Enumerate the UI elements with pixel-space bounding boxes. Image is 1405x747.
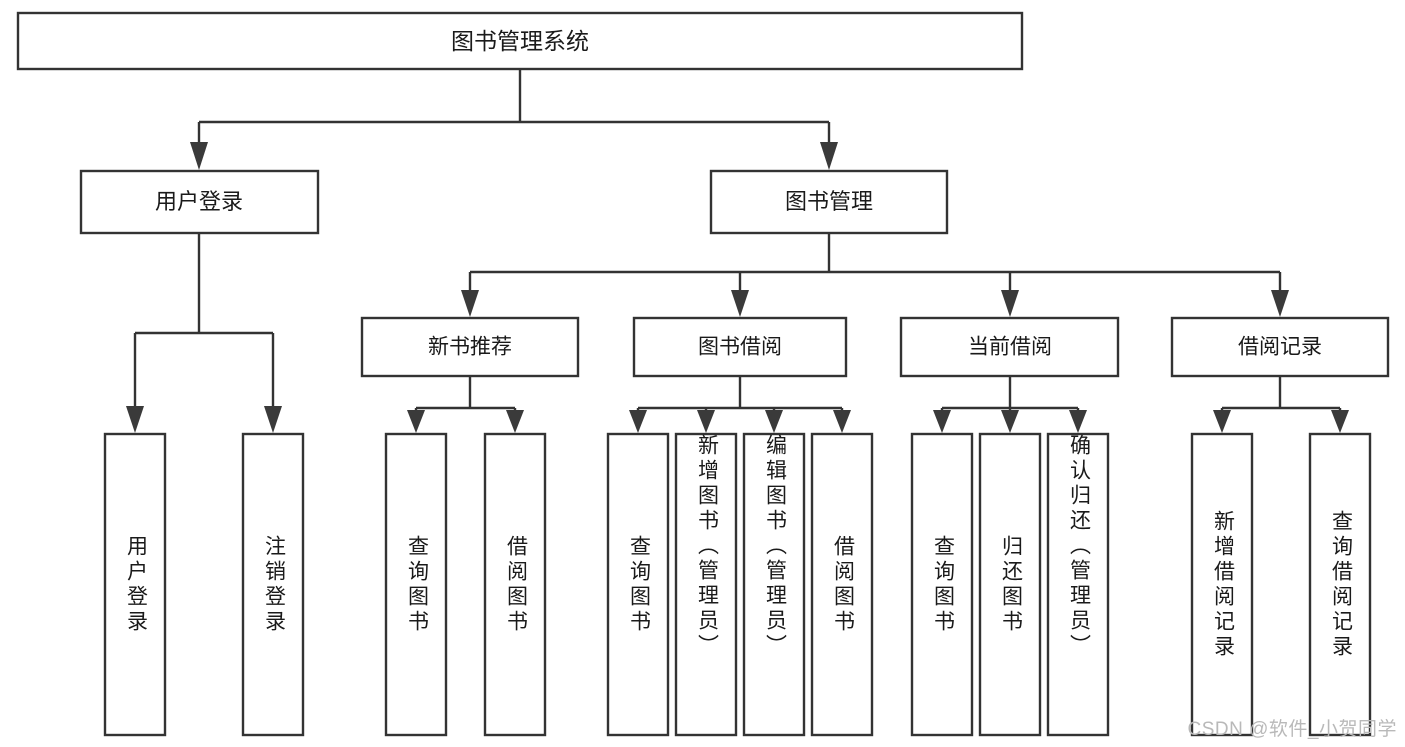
node-root-system[interactable]: 图书管理系统 — [16, 11, 1024, 71]
leaf-box-return-book — [978, 432, 1042, 737]
connector-group-borrow-to-leaves — [629, 376, 851, 433]
node-new-book-recommend-box — [360, 316, 580, 378]
node-book-management-label: 图书管理 — [785, 189, 873, 214]
connector-group-bookmanage-to-level2 — [461, 233, 1289, 317]
leaf-box-add-borrow-record — [1190, 432, 1254, 737]
leaf-box-query-book-c — [910, 432, 974, 737]
leaf-node-logout[interactable] — [241, 432, 305, 737]
leaf-node-edit-book-admin[interactable] — [742, 432, 806, 737]
node-borrow-record-label: 借阅记录 — [1238, 336, 1322, 359]
leaf-node-confirm-return-admin[interactable] — [1046, 432, 1110, 737]
connector-group-record-to-leaves — [1213, 376, 1349, 433]
arrow-leaf-current-1 — [933, 410, 951, 433]
node-current-borrow-label: 当前借阅 — [968, 336, 1052, 359]
arrow-to-borrow — [731, 290, 749, 317]
node-book-management[interactable]: 图书管理 — [709, 169, 949, 235]
leaf-box-borrow-book-a — [483, 432, 547, 737]
node-current-borrow-box — [899, 316, 1120, 378]
node-new-book-recommend-label: 新书推荐 — [428, 336, 512, 359]
node-book-borrow-label: 图书借阅 — [698, 336, 782, 359]
arrow-leaf-current-3 — [1069, 410, 1087, 433]
leaf-box-query-book-a — [384, 432, 448, 737]
node-user-login-label: 用户登录 — [155, 189, 243, 214]
arrow-leaf-newbook-1 — [407, 410, 425, 433]
arrow-to-record — [1271, 290, 1289, 317]
arrow-leaf-borrow-4 — [833, 410, 851, 433]
arrow-leaf-borrow-3 — [765, 410, 783, 433]
arrow-leaf-borrow-2 — [697, 410, 715, 433]
arrow-leaf-record-2 — [1331, 410, 1349, 433]
arrow-leaf-current-2 — [1001, 410, 1019, 433]
leaf-box-add-book-admin — [674, 432, 738, 737]
leaf-node-borrow-book-b[interactable] — [810, 432, 874, 737]
node-borrow-record-box — [1170, 316, 1390, 378]
arrow-to-newbook — [461, 290, 479, 317]
leaf-box-borrow-book-b — [810, 432, 874, 737]
arrow-leaf-newbook-2 — [506, 410, 524, 433]
leaf-node-query-borrow-record[interactable] — [1308, 432, 1372, 737]
node-book-management-box — [709, 169, 949, 235]
node-new-book-recommend[interactable]: 新书推荐 — [360, 316, 580, 378]
leaf-node-add-book-admin[interactable] — [674, 432, 738, 737]
leaf-box-edit-book-admin — [742, 432, 806, 737]
arrow-to-book-manage — [820, 142, 838, 170]
leaf-box-query-book-b — [606, 432, 670, 737]
connector-group-current-to-leaves — [933, 376, 1087, 433]
node-user-login-box — [79, 169, 320, 235]
leaf-box-confirm-return-admin — [1046, 432, 1110, 737]
leaf-node-query-book-c[interactable] — [910, 432, 974, 737]
arrow-leaf-logout — [264, 406, 282, 433]
leaf-box-query-borrow-record — [1308, 432, 1372, 737]
connector-group-root-to-level1 — [190, 69, 838, 170]
node-book-borrow[interactable]: 图书借阅 — [632, 316, 848, 378]
node-root-label: 图书管理系统 — [451, 28, 589, 54]
arrow-leaf-record-1 — [1213, 410, 1231, 433]
leaf-node-query-book-a[interactable] — [384, 432, 448, 737]
arrow-leaf-borrow-1 — [629, 410, 647, 433]
node-book-borrow-box — [632, 316, 848, 378]
node-root-box — [16, 11, 1024, 71]
arrow-to-user-login — [190, 142, 208, 170]
leaf-node-query-book-b[interactable] — [606, 432, 670, 737]
connector-group-newbook-to-leaves — [407, 376, 524, 433]
node-borrow-record[interactable]: 借阅记录 — [1170, 316, 1390, 378]
leaf-box-logout — [241, 432, 305, 737]
csdn-watermark: CSDN @软件_小贺同学 — [1187, 719, 1397, 740]
arrow-leaf-user-login — [126, 406, 144, 433]
connector-group-userlogin-to-leaves — [126, 233, 282, 433]
node-current-borrow[interactable]: 当前借阅 — [899, 316, 1120, 378]
leaf-node-return-book[interactable] — [978, 432, 1042, 737]
node-user-login[interactable]: 用户登录 — [79, 169, 320, 235]
leaf-node-borrow-book-a[interactable] — [483, 432, 547, 737]
arrow-to-current — [1001, 290, 1019, 317]
leaf-box-user-login — [103, 432, 167, 737]
leaf-node-add-borrow-record[interactable] — [1190, 432, 1254, 737]
leaf-node-user-login[interactable] — [103, 432, 167, 737]
